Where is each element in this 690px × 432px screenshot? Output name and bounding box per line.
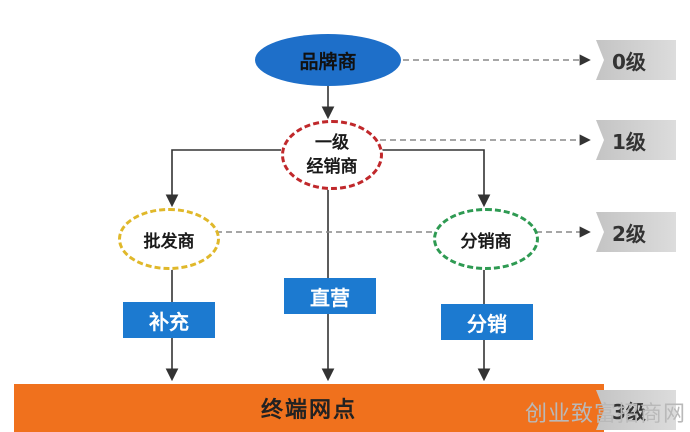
replenish-tag: 补充 — [123, 302, 215, 338]
arrow-level1-to-wholesaler — [165, 149, 281, 208]
wholesaler-node: 批发商 — [118, 208, 220, 270]
level1-label-line1: 一级 — [315, 133, 349, 153]
level-tag-0: 0级 — [596, 40, 676, 80]
watermark: 创业致富招商网 — [524, 402, 686, 427]
arrow-level1-to-subdistributor — [377, 149, 491, 208]
level-tag-2: 2级 — [596, 212, 676, 252]
terminal-outlets-bar: 终端网点 — [14, 384, 604, 432]
sub-distributor-node: 分销商 — [433, 208, 539, 270]
brand-label: 品牌商 — [299, 50, 357, 73]
level1-label-line2: 经销商 — [306, 157, 358, 177]
distribution-tag: 分销 — [441, 304, 533, 340]
wholesaler-label: 批发商 — [143, 231, 195, 252]
brand-node: 品牌商 — [255, 34, 401, 86]
level-tag-1: 1级 — [596, 120, 676, 160]
level-tag-3: 3级 — [596, 390, 676, 430]
level1-distributor-node: 一级 经销商 — [281, 120, 383, 190]
direct-tag: 直营 — [284, 278, 376, 314]
sub-distributor-label: 分销商 — [460, 231, 512, 252]
